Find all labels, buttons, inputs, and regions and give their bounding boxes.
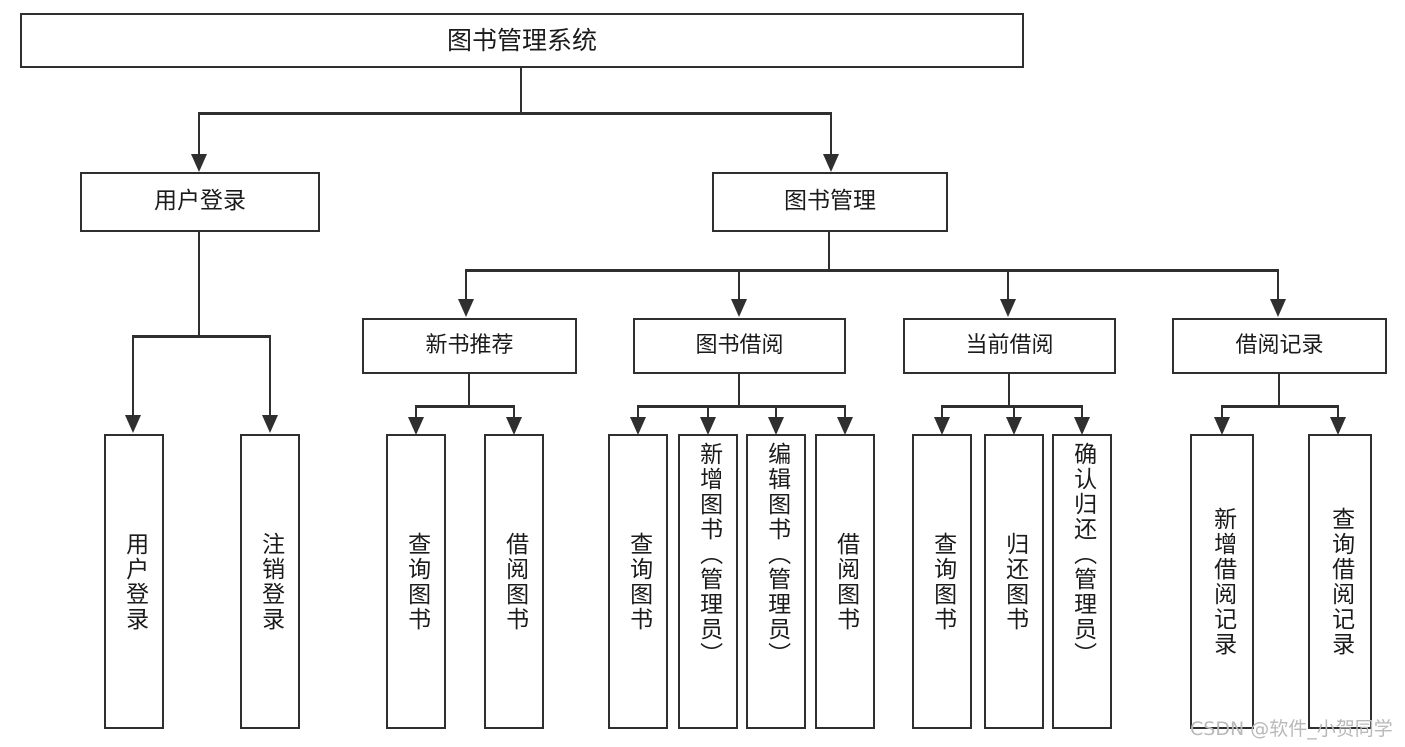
node-leaf-11-新增借阅记录[interactable]: 新增借阅记录 xyxy=(1190,434,1254,729)
node-label: 借阅记录 xyxy=(1235,333,1324,359)
arrowhead-icon xyxy=(768,417,784,435)
node-label: 图书借阅 xyxy=(695,333,784,359)
connector-root-stem xyxy=(519,68,523,114)
node-leaf-5-新增图书（管理员）[interactable]: 新增图书（管理员） xyxy=(678,434,738,729)
node-label: 新书推荐 xyxy=(425,333,514,359)
connector-g3-stem xyxy=(1007,374,1011,405)
connector-g2-bus xyxy=(638,405,845,408)
connector-drop xyxy=(737,269,741,303)
node-leaf-9-归还图书[interactable]: 归还图书 xyxy=(984,434,1044,729)
node-leaf-6-编辑图书（管理员）[interactable]: 编辑图书（管理员） xyxy=(746,434,806,729)
arrowhead-icon xyxy=(506,417,522,435)
node-label: 新增借阅记录 xyxy=(1209,506,1236,657)
arrowhead-icon xyxy=(1000,299,1016,317)
connector-drop xyxy=(131,335,135,419)
node-leaf-7-借阅图书[interactable]: 借阅图书 xyxy=(815,434,875,729)
node-label: 查询图书 xyxy=(403,531,430,632)
connector-drop xyxy=(414,405,418,421)
arrowhead-icon xyxy=(125,415,141,433)
connector-g3-bus xyxy=(942,405,1082,408)
connector-drop xyxy=(512,405,516,421)
node-leaf-10-确认归还（管理员）[interactable]: 确认归还（管理员） xyxy=(1052,434,1112,729)
connector-g1-bus xyxy=(416,405,514,408)
connector-drop xyxy=(706,405,710,421)
node-label: 查询借阅记录 xyxy=(1327,506,1354,657)
connector-drop xyxy=(829,112,833,158)
connector-drop xyxy=(1012,405,1016,421)
connector-login-stem xyxy=(197,232,201,335)
connector-drop xyxy=(636,405,640,421)
arrowhead-icon xyxy=(262,415,278,433)
node-leaf-3-借阅图书[interactable]: 借阅图书 xyxy=(484,434,544,729)
arrowhead-icon xyxy=(1330,417,1346,435)
arrowhead-icon xyxy=(700,417,716,435)
node-label: 借阅图书 xyxy=(501,531,528,632)
arrowhead-icon xyxy=(837,417,853,435)
node-label: 借阅图书 xyxy=(832,531,859,632)
node-leaf-2-查询图书[interactable]: 查询图书 xyxy=(386,434,446,729)
connector-drop xyxy=(464,269,468,303)
arrowhead-icon xyxy=(1074,417,1090,435)
arrowhead-icon xyxy=(731,299,747,317)
connector-g1-stem xyxy=(467,374,471,405)
node-leaf-4-查询图书[interactable]: 查询图书 xyxy=(608,434,668,729)
connector-drop xyxy=(843,405,847,421)
connector-root-bus xyxy=(199,112,832,115)
watermark: CSDN @软件_小贺同学 xyxy=(1190,718,1393,740)
connector-book-bus xyxy=(466,269,1279,272)
node-leaf-0-用户登录[interactable]: 用户登录 xyxy=(104,434,164,729)
connector-drop xyxy=(1336,405,1340,421)
arrowhead-icon xyxy=(1214,417,1230,435)
node-label: 注销登录 xyxy=(257,531,284,632)
arrowhead-icon xyxy=(1006,417,1022,435)
arrowhead-icon xyxy=(934,417,950,435)
arrowhead-icon xyxy=(630,417,646,435)
connector-drop xyxy=(774,405,778,421)
node-level3-图书借阅[interactable]: 图书借阅 xyxy=(633,318,846,374)
node-label: 编辑图书（管理员） xyxy=(763,442,790,667)
node-leaf-12-查询借阅记录[interactable]: 查询借阅记录 xyxy=(1308,434,1372,729)
node-label: 图书管理系统 xyxy=(446,25,597,55)
node-label: 新增图书（管理员） xyxy=(695,442,722,667)
node-level3-当前借阅[interactable]: 当前借阅 xyxy=(903,318,1116,374)
node-label: 用户登录 xyxy=(154,188,246,215)
connector-drop xyxy=(1080,405,1084,421)
connector-drop xyxy=(1276,269,1280,303)
connector-login-bus xyxy=(133,335,271,338)
node-label: 确认归还（管理员） xyxy=(1069,442,1096,667)
arrowhead-icon xyxy=(823,154,839,172)
node-label: 归还图书 xyxy=(1001,531,1028,632)
connector-drop xyxy=(1006,269,1010,303)
node-label: 查询图书 xyxy=(929,531,956,632)
connector-book-stem xyxy=(827,232,831,269)
node-leaf-8-查询图书[interactable]: 查询图书 xyxy=(912,434,972,729)
connector-drop xyxy=(268,335,272,419)
connector-drop xyxy=(940,405,944,421)
arrowhead-icon xyxy=(408,417,424,435)
node-label: 图书管理 xyxy=(784,188,876,215)
arrowhead-icon xyxy=(458,299,474,317)
node-label: 当前借阅 xyxy=(965,333,1054,359)
connector-g2-stem xyxy=(737,374,741,405)
node-level2-图书管理[interactable]: 图书管理 xyxy=(712,172,948,232)
node-label: 用户登录 xyxy=(121,531,148,632)
node-level3-借阅记录[interactable]: 借阅记录 xyxy=(1172,318,1387,374)
node-root-图书管理系统[interactable]: 图书管理系统 xyxy=(20,13,1024,68)
node-level2-用户登录[interactable]: 用户登录 xyxy=(80,172,320,232)
node-leaf-1-注销登录[interactable]: 注销登录 xyxy=(240,434,300,729)
arrowhead-icon xyxy=(1270,299,1286,317)
connector-drop xyxy=(197,112,201,158)
connector-drop xyxy=(1220,405,1224,421)
connector-g4-bus xyxy=(1222,405,1338,408)
arrowhead-icon xyxy=(191,154,207,172)
connector-g4-stem xyxy=(1277,374,1281,405)
node-level3-新书推荐[interactable]: 新书推荐 xyxy=(362,318,577,374)
node-label: 查询图书 xyxy=(625,531,652,632)
